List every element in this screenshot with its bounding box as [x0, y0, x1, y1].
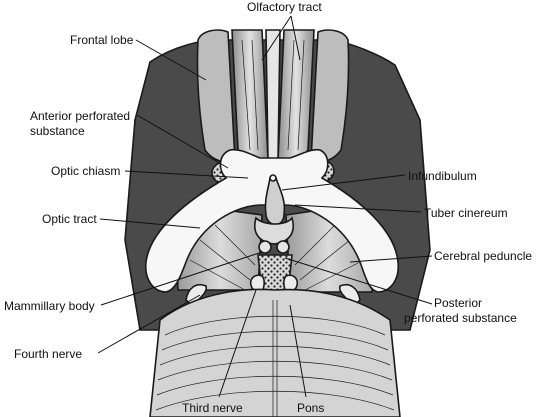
frontal-lobe-right [310, 29, 350, 163]
leader-lines [97, 15, 433, 398]
olfactory-tract-left [231, 29, 269, 162]
label-mammillary-body: Mammillary body [4, 299, 95, 313]
pons [149, 288, 401, 417]
label-pons: Pons [297, 401, 324, 415]
label-posterior-perforated-2: perforated substance [404, 311, 517, 325]
label-optic-chiasm: Optic chiasm [51, 164, 120, 178]
label-posterior-perforated-1: Posterior [434, 296, 482, 310]
label-fourth-nerve: Fourth nerve [14, 347, 82, 361]
label-olfactory-tract: Olfactory tract [247, 0, 322, 14]
frontal-lobe-left [196, 29, 236, 163]
tuber-cinereum [254, 216, 294, 245]
label-third-nerve: Third nerve [182, 401, 243, 415]
label-optic-tract: Optic tract [42, 212, 97, 226]
olfactory-tract-right [277, 29, 315, 162]
mammillary-body-right [276, 240, 290, 254]
label-frontal-lobe: Frontal lobe [70, 33, 134, 47]
mammillary-body-left [258, 240, 272, 254]
label-infundibulum: Infundibulum [408, 169, 477, 183]
midline-gap [265, 29, 281, 161]
label-tuber-cinereum: Tuber cinereum [424, 206, 508, 220]
label-anterior-perforated-2: substance [30, 124, 85, 138]
label-anterior-perforated-1: Anterior perforated [30, 109, 130, 123]
label-cerebral-peduncle: Cerebral peduncle [434, 249, 532, 263]
